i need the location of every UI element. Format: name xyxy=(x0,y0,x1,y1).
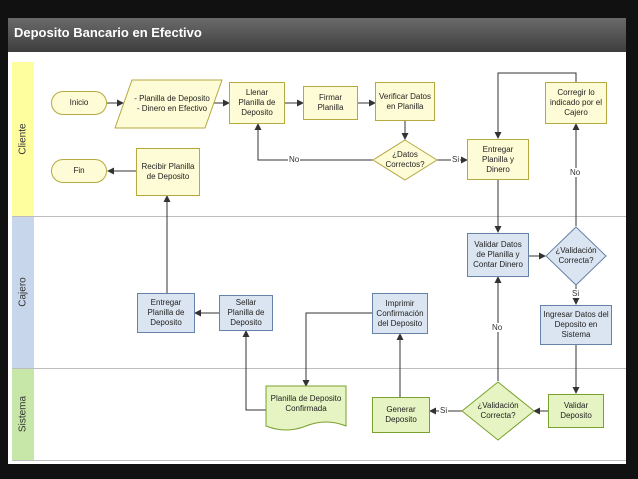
ingresar-label: Ingresar Datos del Deposito en Sistema xyxy=(543,310,609,339)
lane-cajero-header: Cajero xyxy=(12,216,34,368)
edge-label-sistema-no: No xyxy=(491,323,504,332)
edge-corregir-entregar xyxy=(494,72,577,139)
generar-node: Generar Deposito xyxy=(372,397,430,433)
lane-sistema-header: Sistema xyxy=(12,368,34,460)
planilla-confirmada-node: Planilla de Deposito Confirmada xyxy=(266,388,346,420)
generar-label: Generar Deposito xyxy=(385,405,417,424)
validar-datos-label: Validar Datos de Planilla y Contar Diner… xyxy=(473,240,523,269)
ingresar-node: Ingresar Datos del Deposito en Sistema xyxy=(540,305,612,345)
entregar-planilla-node: Entregar Planilla y Dinero xyxy=(467,139,529,180)
edge-label-datos-si: Si xyxy=(451,155,461,164)
datos-decision-diamond xyxy=(372,139,438,181)
datos-decision-node: ¿Datos Correctos? xyxy=(378,146,432,174)
entregar-cajero-label: Entregar Planilla de Deposito xyxy=(147,298,185,327)
cajero-decision-node: ¿Validación Correcta? xyxy=(551,242,601,270)
firmar-label: Firmar Planilla xyxy=(317,93,344,112)
planilla-dinero-label: - Planilla de Deposito - Dinero en Efect… xyxy=(134,94,210,113)
recibir-node: Recibir Planilla de Deposito xyxy=(136,148,200,196)
corregir-node: Corregir lo indicado por el Cajero xyxy=(545,82,607,124)
sistema-decision-node: ¿Validación Correcta? xyxy=(470,397,526,425)
edge-label-sistema-si: Si xyxy=(439,406,449,415)
llenar-node: Llenar Planilla de Deposito xyxy=(229,82,285,124)
cajero-decision-label: ¿Validación Correcta? xyxy=(555,246,597,265)
page-title: Deposito Bancario en Efectivo xyxy=(14,25,202,40)
end-node-label: Fin xyxy=(73,166,85,175)
cajero-decision-diamond xyxy=(545,226,607,286)
validar-datos-node: Validar Datos de Planilla y Contar Diner… xyxy=(467,233,529,277)
imprimir-node: Imprimir Confirmación del Deposito xyxy=(372,293,428,334)
end-node: Fin xyxy=(51,159,107,183)
sellar-label: Sellar Planilla de Deposito xyxy=(227,298,265,327)
planilla-parallelogram xyxy=(114,79,223,129)
document-shape xyxy=(265,385,347,431)
edge-datos-no xyxy=(254,123,373,161)
edge-label-cajero-no: No xyxy=(569,168,582,177)
corregir-label: Corregir lo indicado por el Cajero xyxy=(549,88,603,117)
edge-imprimir-confirmada xyxy=(302,312,372,387)
title-bar xyxy=(8,18,626,52)
verificar-node: Verificar Datos en Planilla xyxy=(375,82,435,121)
edge-label-cajero-si: Si xyxy=(571,289,581,298)
verificar-label: Verificar Datos en Planilla xyxy=(378,91,432,111)
planilla-confirmada-label: Planilla de Deposito Confirmada xyxy=(270,394,342,413)
entregar-cajero-node: Entregar Planilla de Deposito xyxy=(137,293,195,333)
sistema-decision-diamond xyxy=(461,381,535,441)
sellar-node: Sellar Planilla de Deposito xyxy=(219,295,273,331)
recibir-label: Recibir Planilla de Deposito xyxy=(141,162,195,181)
planilla-dinero-node: - Planilla de Deposito - Dinero en Efect… xyxy=(132,82,212,126)
lane-divider-3 xyxy=(12,460,626,461)
entregar-planilla-label: Entregar Planilla y Dinero xyxy=(481,144,514,174)
validar-deposito-node: Validar Deposito xyxy=(548,394,604,428)
sistema-decision-label: ¿Validación Correcta? xyxy=(477,401,519,420)
firmar-node: Firmar Planilla xyxy=(303,86,358,120)
lane-cliente-header: Cliente xyxy=(12,62,34,216)
llenar-label: Llenar Planilla de Deposito xyxy=(238,88,276,117)
imprimir-label: Imprimir Confirmación del Deposito xyxy=(376,298,424,328)
start-node: Inicio xyxy=(51,91,107,115)
datos-decision-label: ¿Datos Correctos? xyxy=(385,150,425,169)
lane-divider-1 xyxy=(12,216,626,217)
edge-confirmada-sellar xyxy=(242,330,266,411)
lane-divider-2 xyxy=(12,368,626,369)
start-node-label: Inicio xyxy=(69,98,89,107)
validar-deposito-label: Validar Deposito xyxy=(560,401,592,420)
edge-label-datos-no: No xyxy=(288,155,301,164)
